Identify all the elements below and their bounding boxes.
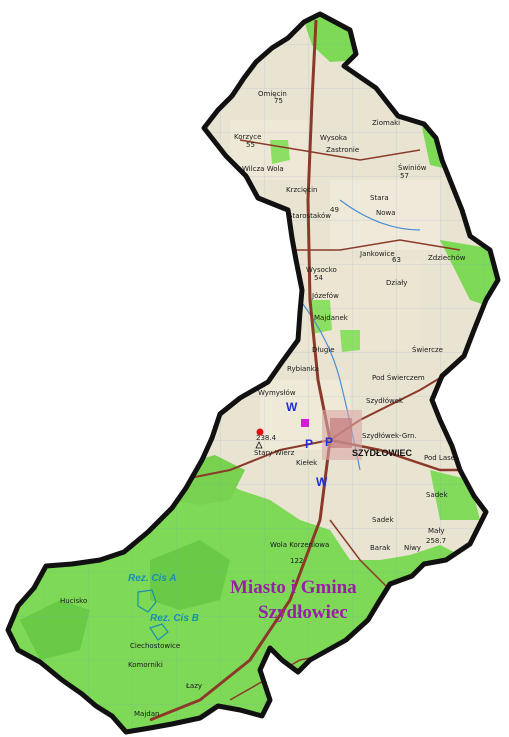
village-label: Zdziechów: [428, 254, 466, 262]
elevation-label: 54: [314, 274, 323, 282]
village-label: Długie: [312, 346, 335, 354]
village-label: Majdanek: [314, 314, 349, 322]
reserve-a-label: Rez. Cis A: [128, 573, 177, 584]
village-label: Niwy: [404, 544, 421, 552]
village-label: Ziomaki: [372, 119, 400, 127]
reserves-shapes: [137, 589, 169, 641]
elevation-label: 63: [392, 256, 401, 264]
red-point-marker: [256, 428, 264, 436]
village-label: Świniów: [398, 163, 427, 172]
village-label: Pod Świerczem: [372, 373, 425, 382]
elevation-label: 49: [330, 206, 339, 214]
village-label: Hucisko: [60, 597, 87, 605]
village-label: Rybianka: [287, 365, 319, 373]
village-label: Wysocko: [306, 266, 337, 274]
parking-marker-left: P: [305, 437, 313, 451]
elevation-labels: 75 55 238.4 258.7 122 54 57 49 63: [246, 97, 446, 565]
village-label: Działy: [386, 279, 407, 287]
elevation-label: 238.4: [256, 434, 277, 442]
village-label: Ciechostowice: [130, 642, 180, 650]
map-markers: W P P W: [255, 400, 333, 489]
elevation-label: 122: [290, 557, 303, 565]
village-label: Szydłówek: [366, 397, 404, 405]
village-label: Komorniki: [128, 661, 163, 669]
village-label: Sadek: [426, 491, 448, 499]
village-label: Pod Lasem: [424, 454, 462, 462]
village-label: Sadek: [372, 516, 394, 524]
gmina-title: Miasto i Gmina Szydłowiec: [230, 577, 357, 623]
village-label: Łazy: [185, 682, 202, 690]
village-label: Szydłówek-Grn.: [362, 432, 417, 440]
elevation-label: 55: [246, 141, 255, 149]
elevation-label: 75: [274, 97, 283, 105]
village-label: Wysoka: [320, 134, 347, 142]
village-label: Nowa: [376, 209, 396, 217]
village-label: Korzyce: [234, 133, 261, 141]
village-label: Józefów: [311, 292, 339, 300]
village-label: Krzcięcin: [286, 186, 317, 194]
town-label: SZYDŁOWIEC: [352, 448, 412, 458]
village-label: Starostaków: [288, 212, 331, 220]
village-label: Świercze: [412, 345, 443, 354]
water-marker-bottom: W: [316, 475, 328, 489]
village-labels: Omięcin Korzyce Wilcza Wola Wysoka Zastr…: [60, 90, 466, 718]
magenta-square-marker: [301, 419, 309, 427]
parking-marker-right: P: [325, 435, 333, 449]
title-line-1: Miasto i Gmina: [230, 577, 357, 598]
village-label: Kiełek: [296, 459, 318, 467]
village-label: Omięcin: [258, 90, 287, 98]
village-label: Stary Wierz: [254, 449, 295, 457]
title-line-2: Szydłowiec: [258, 602, 348, 623]
reserve-a-shape: [137, 589, 157, 613]
elevation-label: 57: [400, 172, 409, 180]
water-marker-top: W: [286, 400, 298, 414]
summit-triangle-icon: [255, 441, 263, 449]
village-label: Wola Korzeniowa: [270, 541, 329, 549]
village-label: Majdan: [134, 710, 159, 718]
village-label: Stara: [370, 194, 389, 202]
elevation-label: 258.7: [426, 537, 446, 545]
town-area: [322, 410, 362, 460]
village-label: Wymysłów: [258, 389, 296, 397]
reserve-b-label: Rez. Cis B: [150, 613, 199, 624]
reserve-b-shape: [149, 623, 169, 641]
village-label: Zastronie: [326, 146, 359, 154]
village-label: Jankowice: [359, 250, 395, 258]
village-label: Mały: [428, 527, 444, 535]
village-label: Barak: [370, 544, 391, 552]
village-label: Wilcza Wola: [242, 165, 284, 173]
